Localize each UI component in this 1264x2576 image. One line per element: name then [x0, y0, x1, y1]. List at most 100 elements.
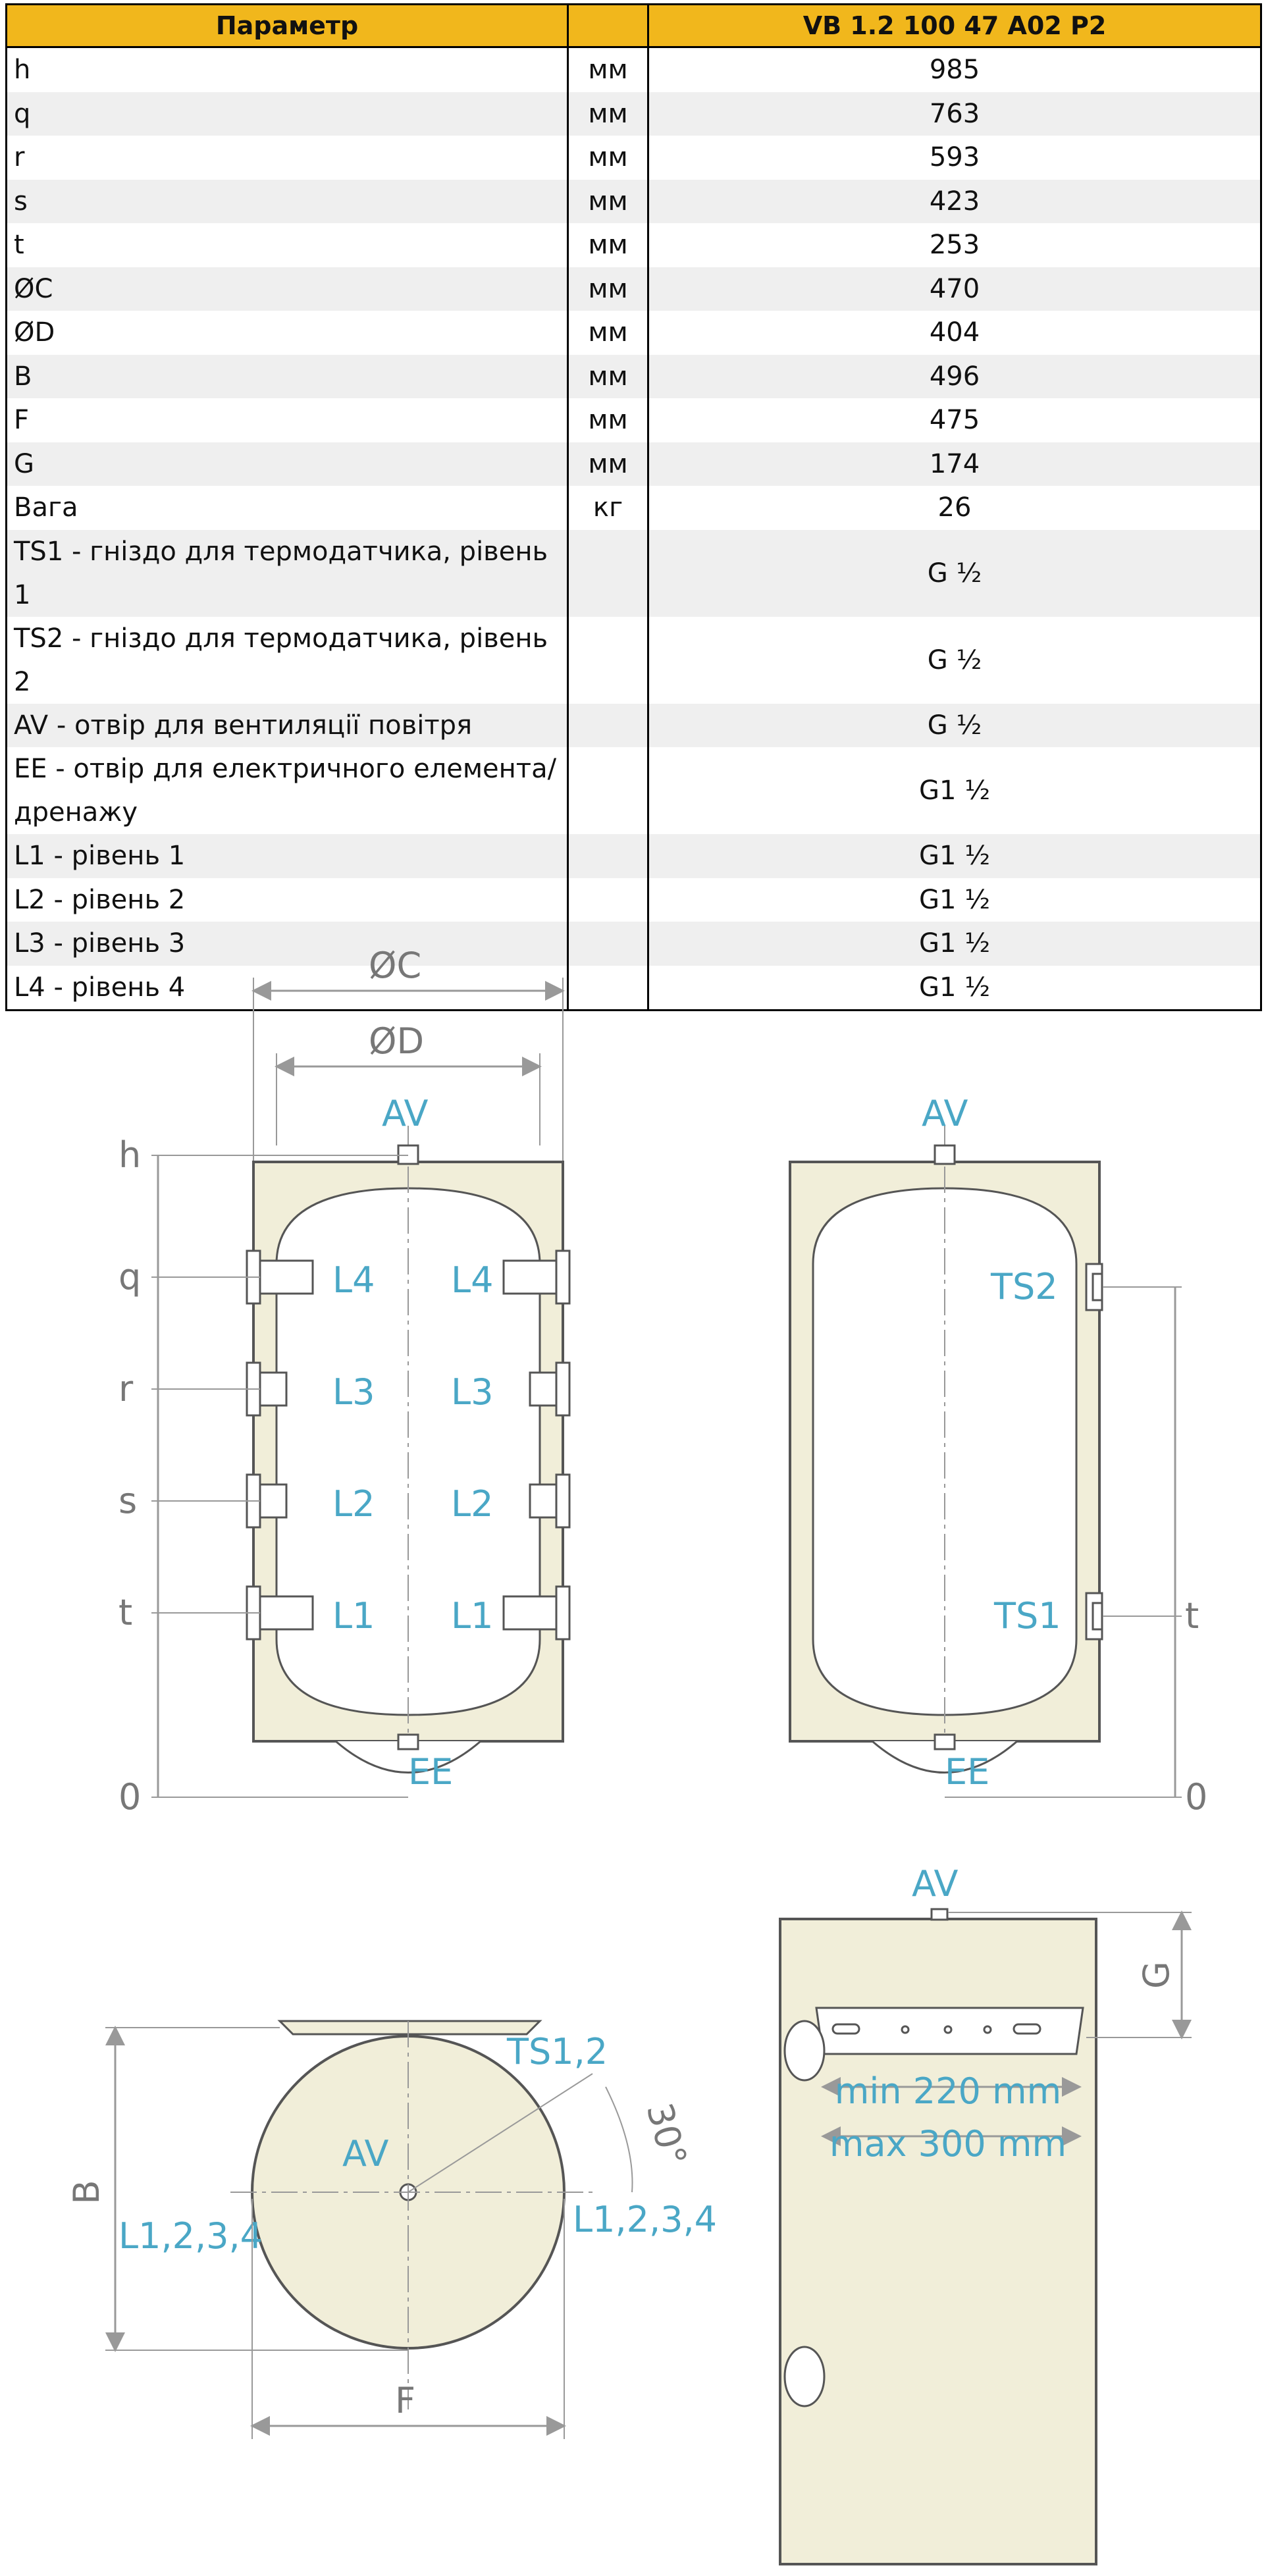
table-cell-unit: мм [567, 267, 649, 311]
top-view: AV TS1,2 30° L1,2,3,4 L1,2,3,4 B F [66, 2020, 717, 2439]
dim-d-label: ØD [369, 1020, 424, 1062]
table-cell-value: G1 ½ [647, 747, 1262, 834]
port-av-back: AV [912, 1863, 958, 1905]
mount-min-label: min 220 mm [835, 2070, 1061, 2112]
dim-t-label: t [118, 1592, 132, 1633]
table-cell-value: G1 ½ [647, 922, 1262, 966]
table-cell-param: h [5, 47, 569, 92]
table-row: L3 - рівень 3 G1 ½ [5, 922, 1262, 966]
table-cell-param: ØC [5, 267, 569, 311]
port-l1234-left: L1,2,3,4 [118, 2215, 263, 2257]
table-cell-unit: мм [567, 311, 649, 355]
table-cell-value: 593 [647, 136, 1262, 180]
table-cell-value: 763 [647, 92, 1262, 136]
table-cell-unit: мм [567, 179, 649, 223]
table-cell-unit [567, 878, 649, 922]
table-cell-unit: мм [567, 223, 649, 267]
front-view: ØC ØD AV EE L4 L4 L3 L3 L2 [118, 945, 571, 1818]
table-cell-value: 253 [647, 223, 1262, 267]
table-cell-unit [567, 747, 649, 834]
dim-h-label: h [118, 1134, 141, 1176]
dim-s-label: s [118, 1480, 137, 1521]
table-cell-value: G ½ [647, 703, 1262, 747]
table-cell-value: 470 [647, 267, 1262, 311]
table-cell-unit: мм [567, 136, 649, 180]
dim-c-label: ØC [369, 945, 421, 986]
table-cell-unit: мм [567, 47, 649, 92]
header-value: VB 1.2 100 47 A02 P2 [647, 3, 1262, 48]
table-cell-param: B [5, 354, 569, 398]
dim-zero-label-side: 0 [1185, 1776, 1207, 1818]
header-unit [567, 3, 649, 48]
port-l3-right: L3 [451, 1371, 493, 1413]
port-l1-right: L1 [451, 1595, 493, 1637]
port-av-top: AV [342, 2133, 388, 2174]
table-cell-value: 423 [647, 179, 1262, 223]
table-cell-param: L3 - рівень 3 [5, 922, 569, 966]
table-cell-param: r [5, 136, 569, 180]
side-view: AV EE TS2 TS1 t 0 [789, 1093, 1207, 1818]
table-cell-unit: мм [567, 442, 649, 486]
angle-label: 30° [639, 2099, 695, 2170]
table-cell-unit: мм [567, 92, 649, 136]
dim-q-label: q [118, 1256, 141, 1298]
port-av-side: AV [922, 1093, 968, 1134]
table-row: L1 - рівень 1 G1 ½ [5, 834, 1262, 878]
table-cell-value: G1 ½ [647, 878, 1262, 922]
table-cell-param: q [5, 92, 569, 136]
dim-zero-label: 0 [118, 1776, 141, 1818]
table-cell-param: L2 - рівень 2 [5, 878, 569, 922]
table-cell-param: L1 - рівень 1 [5, 834, 569, 878]
port-l2-right: L2 [451, 1483, 493, 1525]
port-l4-left: L4 [332, 1259, 375, 1301]
port-l3-left: L3 [332, 1371, 375, 1413]
table-cell-unit [567, 922, 649, 966]
port-ts2-side: TS2 [990, 1266, 1058, 1307]
dim-t-label-side: t [1185, 1595, 1199, 1637]
table-row: L2 - рівень 2 G1 ½ [5, 878, 1262, 922]
table-cell-value: G ½ [647, 616, 1262, 704]
dim-r-label: r [118, 1368, 134, 1409]
port-l2-left: L2 [332, 1483, 375, 1525]
table-cell-value: 174 [647, 442, 1262, 486]
table-cell-unit: мм [567, 354, 649, 398]
table-cell-param: G [5, 442, 569, 486]
port-l4-right: L4 [451, 1259, 493, 1301]
dim-b-label: B [66, 2180, 107, 2204]
dim-f-label: F [395, 2380, 415, 2421]
table-cell-unit [567, 834, 649, 878]
table-cell-value: G1 ½ [647, 834, 1262, 878]
table-header-row: Параметр VB 1.2 100 47 A02 P2 [5, 3, 1262, 48]
table-cell-param: t [5, 223, 569, 267]
table-cell-value: 985 [647, 47, 1262, 92]
table-cell-param: Вага [5, 486, 569, 530]
port-ts1-side: TS1 [993, 1595, 1061, 1637]
dim-g-label: G [1136, 1961, 1177, 1989]
port-l1234-right: L1,2,3,4 [573, 2199, 717, 2240]
back-view: AV min 220 mm max 300 mm G [779, 1863, 1192, 2565]
table-cell-param: EE - отвір для електричного елемента/дре… [5, 747, 569, 834]
port-av-front: AV [382, 1093, 428, 1134]
table-cell-unit [567, 529, 649, 617]
table-cell-unit [567, 616, 649, 704]
port-ee-side: EE [945, 1751, 989, 1793]
port-ee-front: EE [408, 1751, 453, 1793]
table-cell-param: s [5, 179, 569, 223]
table-cell-unit: мм [567, 398, 649, 442]
table-cell-value: 475 [647, 398, 1262, 442]
table-cell-unit [567, 703, 649, 747]
table-cell-value: 404 [647, 311, 1262, 355]
